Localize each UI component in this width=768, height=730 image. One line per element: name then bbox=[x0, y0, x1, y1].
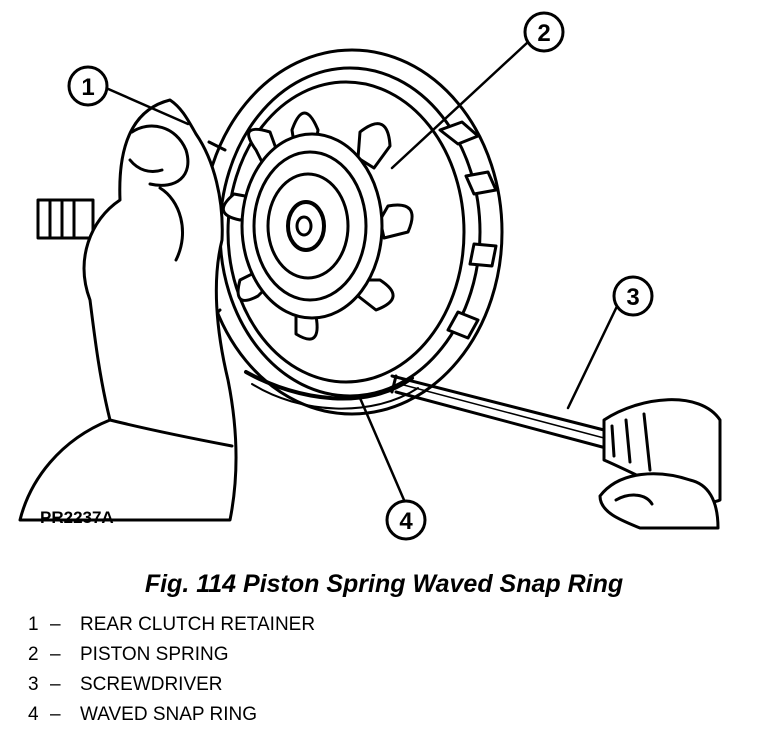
legend-number: 1 bbox=[28, 614, 39, 635]
legend-item: 1–REAR CLUTCH RETAINER bbox=[28, 610, 315, 640]
callout-3-circle bbox=[612, 275, 654, 317]
right-hand bbox=[598, 472, 720, 530]
clutch-assembly-illustration: 1 2 3 4 bbox=[18, 11, 722, 541]
callout-leaders bbox=[104, 40, 622, 502]
callout-2-circle bbox=[523, 11, 565, 53]
shaft-icon bbox=[36, 198, 95, 240]
legend-separator: – bbox=[50, 704, 61, 725]
waved-snap-ring bbox=[244, 370, 419, 410]
callout-1-number: 1 bbox=[81, 74, 94, 101]
legend-label: REAR CLUTCH RETAINER bbox=[80, 614, 316, 635]
legend-number: 2 bbox=[28, 644, 39, 665]
clutch-hub bbox=[240, 132, 384, 320]
callout-3-number: 3 bbox=[626, 284, 639, 311]
legend-number: 3 bbox=[28, 674, 39, 695]
legend-separator: – bbox=[50, 644, 61, 665]
figure-caption: Fig. 114 Piston Spring Waved Snap Ring bbox=[144, 570, 624, 598]
callout-legend: 1–REAR CLUTCH RETAINER 2–PISTON SPRING 3… bbox=[28, 610, 315, 730]
legend-label: WAVED SNAP RING bbox=[80, 704, 258, 725]
callout-4-number: 4 bbox=[399, 508, 413, 535]
left-hand bbox=[18, 98, 238, 522]
figure-code: PR2237A bbox=[40, 508, 114, 527]
legend-label: SCREWDRIVER bbox=[80, 674, 223, 695]
legend-separator: – bbox=[50, 674, 61, 695]
callout-1-circle bbox=[67, 65, 109, 107]
legend-item: 3–SCREWDRIVER bbox=[28, 670, 315, 700]
legend-number: 4 bbox=[28, 704, 39, 725]
legend-item: 4–WAVED SNAP RING bbox=[28, 700, 315, 730]
callout-4-circle bbox=[385, 499, 427, 541]
callout-2-number: 2 bbox=[537, 20, 550, 47]
legend-separator: – bbox=[50, 614, 61, 635]
legend-item: 2–PISTON SPRING bbox=[28, 640, 315, 670]
legend-label: PISTON SPRING bbox=[80, 644, 229, 665]
